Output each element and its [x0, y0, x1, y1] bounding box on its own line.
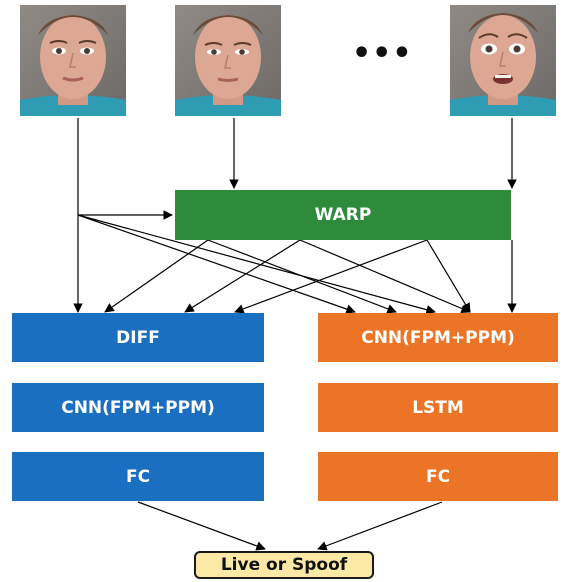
face-frame-n — [450, 5, 556, 116]
diff-block: DIFF — [12, 313, 264, 362]
face-icon — [450, 5, 556, 116]
left-cnn-block: CNN(FPM+PPM) — [12, 383, 264, 432]
left-fc-block: FC — [12, 452, 264, 501]
face-icon — [175, 5, 281, 116]
warp-block: WARP — [175, 190, 511, 240]
face-icon — [20, 5, 126, 116]
face-frame-2 — [175, 5, 281, 116]
face-frame-1 — [20, 5, 126, 116]
output-live-or-spoof: Live or Spoof — [194, 551, 374, 579]
right-cnn-block: CNN(FPM+PPM) — [318, 313, 558, 362]
lstm-block: LSTM — [318, 383, 558, 432]
right-fc-block: FC — [318, 452, 558, 501]
